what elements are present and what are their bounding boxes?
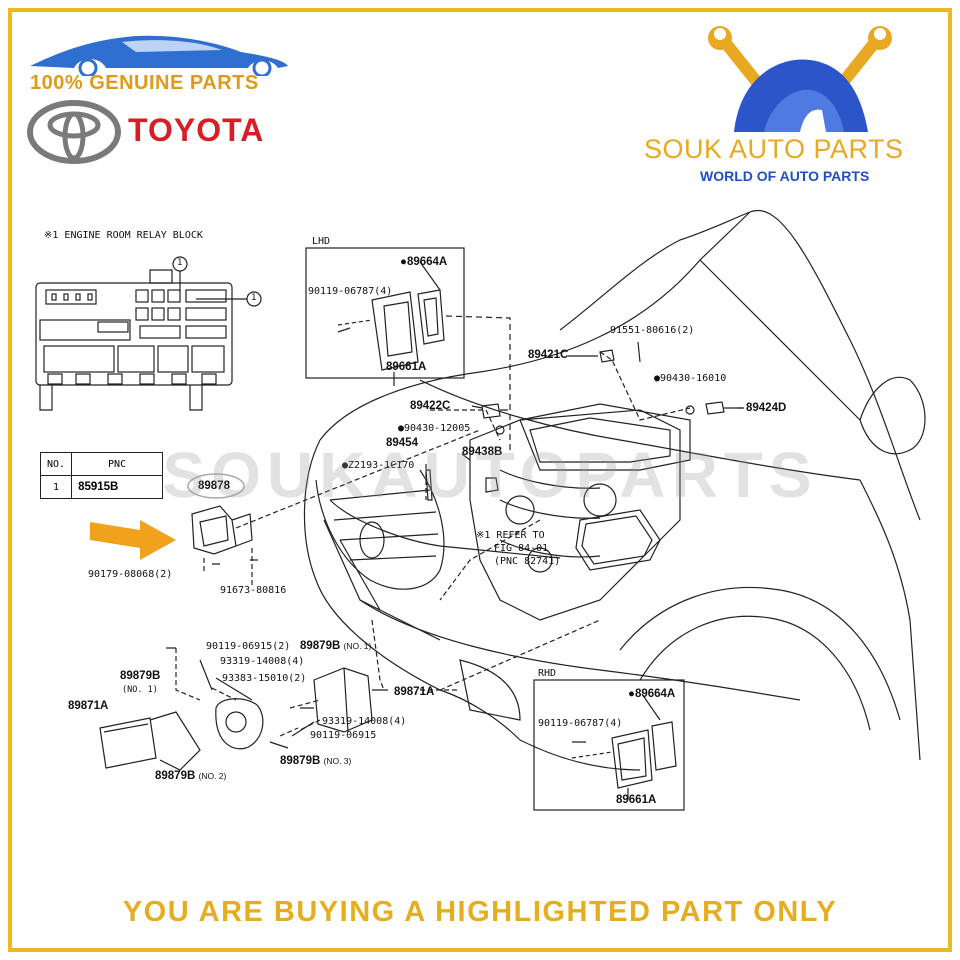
table-cell-pnc: 85915B [71,475,164,499]
car-silhouette-logo [30,35,288,76]
highlight-arrow [90,520,176,560]
part-Z2193-1C170: ●Z2193-1C170 [342,460,415,471]
toyota-brand-name: TOYOTA [128,112,265,148]
refer-line-2: FIG 84-01 [494,543,549,554]
part-89878: 89878 [198,480,230,492]
part-89871A-right: 89871A [394,686,435,698]
rhd-part-90119-06787: 90119-06787(4) [538,718,623,729]
part-90119-06915: 90119-06915 [310,730,377,741]
part-89454: 89454 [386,437,418,449]
part-89879B-no3: 89879B (NO. 3) [280,755,352,767]
part-89879B-left-sub: (NO. 1) [122,685,158,695]
part-89879B-no1-upper: 89879B (NO. 1) [300,640,372,652]
rhd-part-89664A: ●89664A [628,688,676,700]
part-91551-80616: 91551-80616(2) [610,325,695,336]
part-93319-14008-upper: 93319-14008(4) [220,656,305,667]
lhd-part-89664A: ●89664A [400,256,448,268]
watermark-text: SOUKAUTOPARTS [162,439,818,511]
lhd-box [305,247,465,379]
highlighted-part-banner: YOU ARE BUYING A HIGHLIGHTED PART ONLY [122,896,838,928]
lhd-part-90119-06787: 90119-06787(4) [308,286,393,297]
callout-1-top: 1 [177,258,183,268]
part-90430-16010: ●90430-16010 [654,373,727,384]
page-border [8,8,952,952]
wrench-dome-logo [708,26,892,132]
refer-line-3: (PNC 82741) [494,556,561,567]
toyota-emblem-icon [27,100,121,164]
part-90119-06915-2: 90119-06915(2) [206,641,291,652]
part-89879B-no3-sub: (NO. 3) [323,756,352,766]
rhd-box [533,679,685,811]
part-89871A-left: 89871A [68,700,109,712]
part-89879B-no2-sub: (NO. 2) [198,771,227,781]
pnc-table: NO. PNC 1 85915B [39,452,164,499]
part-93319-14008-lower: 93319-14008(4) [322,716,407,727]
relay-block-title: ※1 ENGINE ROOM RELAY BLOCK [44,230,203,241]
part-90430-12005: ●90430-12005 [398,423,471,434]
part-89879B-left: 89879B [120,670,161,682]
part-89879B-no2: 89879B (NO. 2) [155,770,227,782]
part-89424D: 89424D [746,402,787,414]
genuine-parts-text: 100% GENUINE PARTS [30,72,259,94]
part-89421C: 89421C [528,349,569,361]
highlight-ellipse [187,473,245,499]
table-cell-no: 1 [39,475,73,499]
rhd-title: RHD [538,668,557,679]
lhd-title: LHD [312,236,331,247]
part-90179-08068: 90179-08068(2) [88,569,173,580]
part-89438B: 89438B [462,446,503,458]
store-name: SOUK AUTO PARTS [644,134,904,164]
part-93383-15010: 93383-15010(2) [222,673,307,684]
part-91673-80816: 91673-80816 [220,585,287,596]
part-89879B-no1-upper-sub: (NO. 1) [343,641,372,651]
rhd-part-89661A: 89661A [616,794,657,806]
relay-block-outline [35,282,233,386]
lhd-part-89661A: 89661A [386,361,427,373]
refer-line-1: ※1 REFER TO [476,530,545,541]
part-89422C: 89422C [410,400,451,412]
callout-1-right: 1 [251,293,257,303]
store-tagline: WORLD OF AUTO PARTS [700,168,870,184]
